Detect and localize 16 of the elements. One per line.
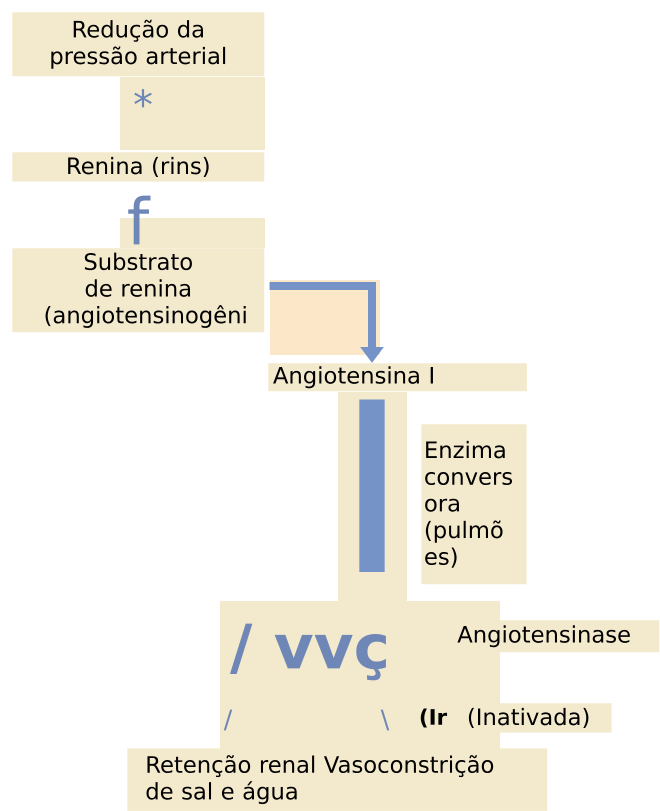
text-box: Angiotensinase xyxy=(455,620,660,652)
glyph-text: / vvç xyxy=(230,624,386,680)
glyph-text: * xyxy=(134,89,152,108)
text-box: Redução da pressão arterial xyxy=(12,12,264,76)
node-label: (Inativada) xyxy=(468,708,588,728)
node-label: Redução da pressão arterial xyxy=(51,20,226,69)
text-box: (Inativada) xyxy=(466,703,612,733)
glyph-text: f xyxy=(128,196,150,244)
glyph-text: (Ir xyxy=(420,708,448,728)
node-label: Substrato de renina (angiotensinogêni xyxy=(46,252,246,328)
node-label: Angiotensinase xyxy=(457,625,630,648)
text-box: Renina (rins) xyxy=(12,152,264,182)
text-box: Retenção renal Vasoconstrição de sal e água xyxy=(127,748,548,811)
node-label: Retenção renal Vasoconstrição de sal e água xyxy=(146,755,494,804)
text-box: Enzima convers ora (pulmõ es) xyxy=(421,424,527,584)
text-box: Angiotensina I xyxy=(268,363,527,392)
